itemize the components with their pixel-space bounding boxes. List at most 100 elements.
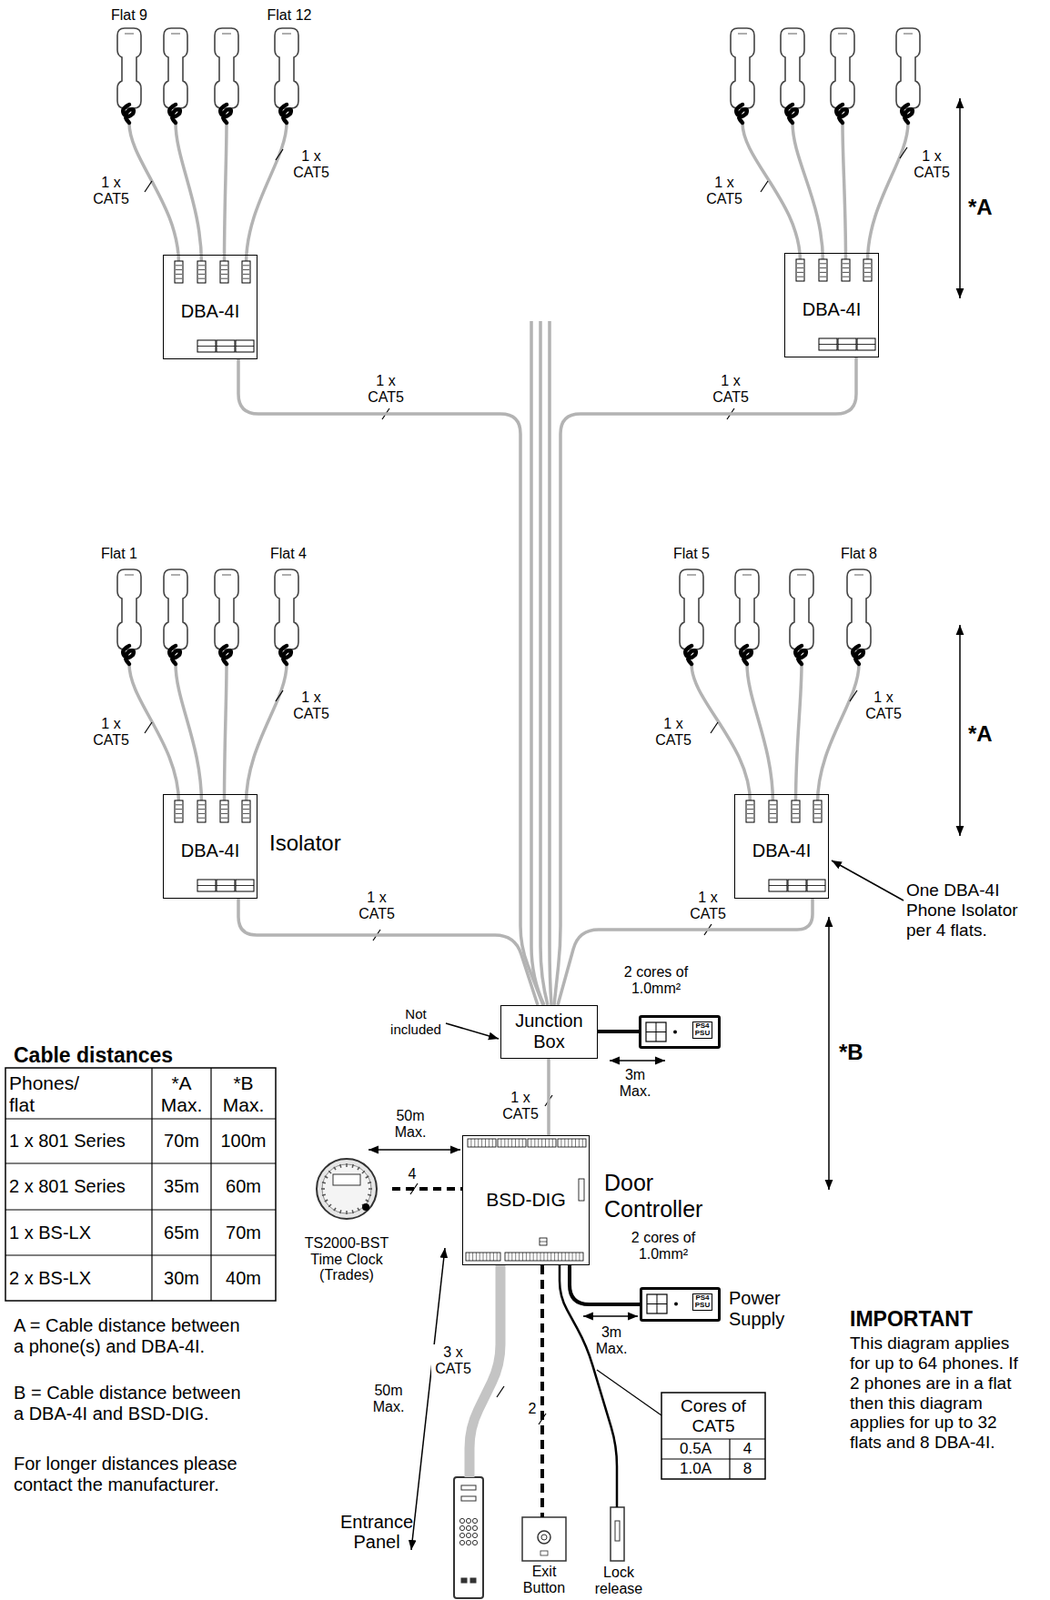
- annotation: Flat 9: [103, 7, 155, 24]
- terminal-block: [220, 261, 229, 283]
- table-cell: 60m: [211, 1164, 276, 1210]
- handset: [117, 28, 142, 109]
- terminal-line: [768, 885, 788, 887]
- terminal-line: [747, 813, 754, 815]
- terminal-strip: [497, 1139, 526, 1148]
- button-center: [541, 1534, 547, 1541]
- terminal-line: [175, 278, 182, 280]
- terminal-line: [530, 1139, 532, 1148]
- dial-segment: [345, 1211, 348, 1215]
- handset-cord: [836, 104, 848, 123]
- phone-cable: [246, 122, 288, 264]
- phone-cable: [224, 122, 228, 264]
- node-label: DBA-4I: [163, 255, 257, 323]
- terminal-line: [545, 1139, 546, 1148]
- handset-detail: [124, 32, 134, 34]
- handset: [789, 569, 814, 650]
- table-border: [5, 1068, 276, 1302]
- terminal-line: [554, 1252, 556, 1262]
- handset-detail: [742, 574, 752, 576]
- terminal-line: [819, 272, 827, 273]
- terminal-block: [791, 800, 800, 823]
- terminal-line: [543, 1252, 545, 1262]
- phone-cable: [817, 664, 860, 804]
- annotation: Flat 8: [833, 545, 885, 563]
- terminal-line: [235, 885, 254, 887]
- dial-segment: [333, 1167, 336, 1171]
- phone-cable: [129, 664, 180, 804]
- terminal-line: [769, 808, 777, 810]
- terminal-line: [797, 276, 804, 278]
- terminal-line: [792, 804, 799, 806]
- terminal-line: [792, 808, 799, 810]
- annotation: 1 x CAT5: [861, 689, 906, 724]
- keypad-key: [465, 1533, 471, 1538]
- node-label: Exit Button: [509, 1564, 579, 1596]
- psu-box: PS4 PSUPower Supply: [639, 1287, 721, 1323]
- terminal-line: [175, 264, 182, 266]
- cable-label: 3 x CAT5: [431, 1344, 475, 1379]
- terminal-line: [552, 1139, 554, 1148]
- annotation: *B: [838, 1039, 876, 1066]
- terminal-line: [242, 808, 250, 810]
- node-label: Junction Box: [501, 1006, 597, 1053]
- table-cell: 40m: [211, 1256, 276, 1301]
- riser-cable: [540, 321, 548, 1006]
- terminal-line: [536, 1252, 538, 1262]
- terminal-line: [529, 1252, 531, 1262]
- cable-tick: [275, 690, 283, 702]
- terminal-line: [175, 804, 182, 806]
- terminal-line: [500, 1139, 502, 1148]
- cable-tick: [144, 181, 152, 192]
- node-label: Entrance Panel: [334, 1512, 419, 1553]
- terminal-line: [198, 269, 205, 271]
- psu-terminal: [646, 1022, 667, 1042]
- riser-cable: [549, 321, 552, 1006]
- terminal-line: [175, 808, 182, 810]
- terminal-line: [797, 267, 804, 269]
- terminal-line: [792, 817, 799, 819]
- annotation: 1 x CAT5: [289, 148, 334, 182]
- terminal-line: [475, 1252, 477, 1262]
- terminal-line: [481, 1139, 483, 1148]
- node-label: DBA-4I: [163, 795, 257, 862]
- clock-display: [333, 1174, 361, 1186]
- annotation: One DBA-4I Phone Isolator per 4 flats.: [906, 880, 1043, 941]
- dimension-arrow: [959, 625, 961, 837]
- terminal-line: [560, 1139, 562, 1148]
- terminal-strip: [557, 1139, 586, 1148]
- terminal-line: [842, 276, 849, 278]
- terminal-line: [564, 1139, 566, 1148]
- terminal-line: [496, 1252, 498, 1262]
- phone-cable: [868, 122, 909, 263]
- annotation: 1 x CAT5: [89, 174, 133, 209]
- terminal-line: [485, 1252, 487, 1262]
- phone-cable: [792, 122, 824, 263]
- table-cell: 70m: [211, 1211, 276, 1255]
- terminal-line: [216, 345, 235, 347]
- handset: [780, 28, 805, 109]
- keypad-key: [472, 1540, 477, 1545]
- terminal-block: [197, 261, 206, 283]
- dial-segment: [365, 1176, 369, 1179]
- table-cell: 30m: [151, 1256, 212, 1301]
- handset-cord: [685, 646, 697, 665]
- annotation: Door Controller: [604, 1170, 723, 1223]
- terminal-line: [747, 817, 754, 819]
- handset-cord: [740, 646, 752, 665]
- table-cell: 70m: [151, 1120, 212, 1163]
- handset-detail: [124, 574, 134, 576]
- terminal-line: [474, 1139, 475, 1148]
- isolator-box: DBA-4I: [162, 794, 258, 899]
- handset: [274, 569, 299, 650]
- annotation: This diagram applies for up to 64 phones…: [849, 1333, 1028, 1454]
- dial-segment: [333, 1208, 336, 1212]
- terminal-strip: [504, 1252, 584, 1262]
- dimension-arrow: [411, 1248, 445, 1551]
- terminal-line: [242, 813, 250, 815]
- terminal-line: [568, 1252, 570, 1262]
- dial-segment: [352, 1210, 354, 1214]
- node-label: Lock release: [591, 1564, 647, 1597]
- phone-cable: [842, 122, 847, 263]
- dial-segment: [322, 1182, 326, 1184]
